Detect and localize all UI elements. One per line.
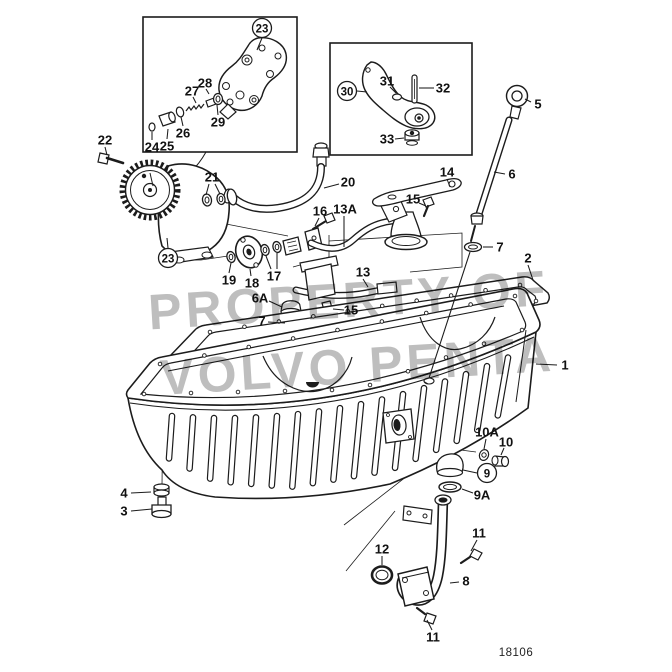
callout-24: 24 [145,140,160,155]
dipstick [428,84,529,379]
oil-pan-1 [125,287,541,500]
nut-31 [391,93,403,101]
callout-4: 4 [120,486,128,501]
callout-13: 13 [356,265,370,280]
callout-11: 11 [472,526,486,541]
callout-22: 22 [98,133,112,148]
inset-box-2-frame [329,42,473,156]
callout-5: 5 [534,97,541,112]
drawing-number: 18106 [499,647,533,659]
callout-7: 7 [258,314,265,329]
callout-6A: 6A [252,291,269,306]
callout-17: 17 [267,269,281,284]
callout-6: 6 [508,167,515,182]
bolt-15-upper [422,196,435,218]
drain-plug-3-4 [151,483,172,519]
callout-15: 15 [344,303,358,318]
relief-valve-parts [148,92,224,132]
callout-25: 25 [160,139,174,154]
callout-31: 31 [380,74,394,89]
callout-10A: 10A [475,425,499,440]
inset-box-bracket-detail [329,42,473,156]
valve-assembly [226,212,336,269]
ring-9a [438,481,462,493]
callout-28: 28 [198,76,212,91]
callout-16: 16 [313,204,327,219]
nut-33 [404,129,420,146]
callout-1: 1 [561,358,568,373]
callout-10: 10 [499,435,513,450]
callout-21: 21 [205,170,219,185]
seal-19 [226,250,236,264]
pan-ribs [165,354,512,490]
oil-pump [119,159,233,264]
seal-7-right [463,241,483,253]
callout-18: 18 [245,276,259,291]
washer-17b [272,240,282,254]
cap-9 [435,453,464,478]
pipe-8-flange [397,566,435,607]
callout-26: 26 [176,126,190,141]
inset-box-pump-detail [142,16,298,153]
suction-pipe-13a [307,198,428,252]
callout-11: 11 [426,630,440,645]
bolt-22 [97,152,125,165]
callout-8: 8 [462,574,469,589]
callout-7: 7 [496,240,503,255]
drain-pipe-8 [396,494,452,607]
callout-30: 30 [341,87,354,99]
callout-12: 12 [375,542,389,557]
callout-9A: 9A [474,488,491,503]
callout-19: 19 [222,273,236,288]
callout-15: 15 [406,192,420,207]
callout-9: 9 [484,469,490,481]
bolt-11-upper [459,548,483,565]
callout-23: 23 [162,254,175,266]
callout-20: 20 [341,175,355,190]
pump-gear-teeth [119,159,181,221]
callout-13A: 13A [333,202,357,217]
callout-32: 32 [436,81,450,96]
callout-29: 29 [211,115,225,130]
oring-12 [370,565,394,585]
callout-2: 2 [524,251,531,266]
callout-33: 33 [380,132,394,147]
oil-pipe-20 [226,142,330,213]
callout-3: 3 [120,504,127,519]
pump-cover-plate [218,36,288,112]
bolt-16 [311,212,336,231]
callout-23: 23 [256,24,269,36]
bolt-11-lower [415,606,437,625]
cap-group-9-10 [435,449,510,493]
bracket-14 [372,178,462,207]
washer-10a [478,449,490,461]
pan-outlet-boss [382,408,415,444]
washer-17a [260,243,270,257]
callout-14: 14 [440,165,455,180]
callout-27: 27 [185,84,199,99]
plug-10 [491,455,510,468]
inset-box-1-frame [142,16,298,153]
